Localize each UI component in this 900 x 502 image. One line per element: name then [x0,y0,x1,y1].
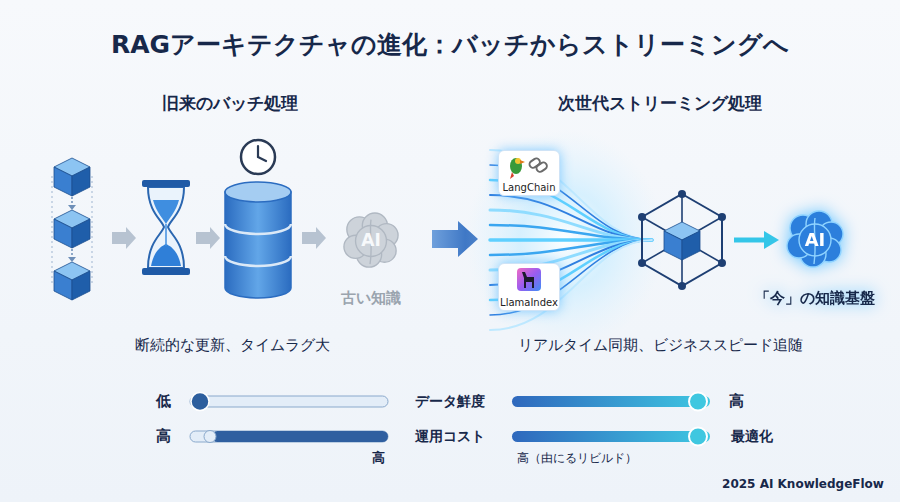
cost-sliders [190,428,710,446]
section-heading: 旧来のバッチ処理 [162,93,298,113]
framework-badge: LlamaIndex [498,263,560,311]
clock-icon [241,140,275,174]
brain-label: AI [805,229,826,251]
node-caption: 「今」の知識基盤 [755,289,875,307]
scale-label: 低 [156,392,171,410]
badge-label: LlamaIndex [500,297,558,309]
section-summary: 断続的な更新、タイムラグ大 [135,336,330,354]
knowledge-brain: AI「今」の知識基盤 [783,210,847,270]
brain-label: AI [361,230,380,250]
badge-label: LangChain [503,182,556,194]
metric-name: 運用コスト [415,428,485,445]
framework-badge: LangChain [498,150,560,196]
scale-label: 最適化 [731,428,773,445]
section-summary: リアルタイム同期、ビジネススピード追随 [518,336,803,354]
node-caption: 古い知識 [341,289,401,307]
vector-network [638,190,726,290]
metric-name: データ鮮度 [415,393,485,410]
scale-label: 高 [729,392,744,410]
database-icon [225,182,291,298]
knowledge-brain: AI古い知識 [339,212,403,270]
stacked-cubes [52,158,92,300]
section-heading: 次世代ストリーミング処理 [558,93,762,113]
footer-credit: 2025 AI KnowledgeFlow [722,477,884,491]
freshness-sliders [190,393,710,411]
scale-label: 高 [156,427,171,445]
output-arrow [734,231,779,249]
flow-chevrons [112,227,326,249]
data-stream [465,130,665,350]
scale-label: 高 [372,450,385,466]
diagram-title: RAGアーキテクチャの進化：バッチからストリーミングへ [111,30,789,60]
scale-note: 高（由にるリビルド） [517,451,637,465]
hourglass-icon [142,180,190,275]
